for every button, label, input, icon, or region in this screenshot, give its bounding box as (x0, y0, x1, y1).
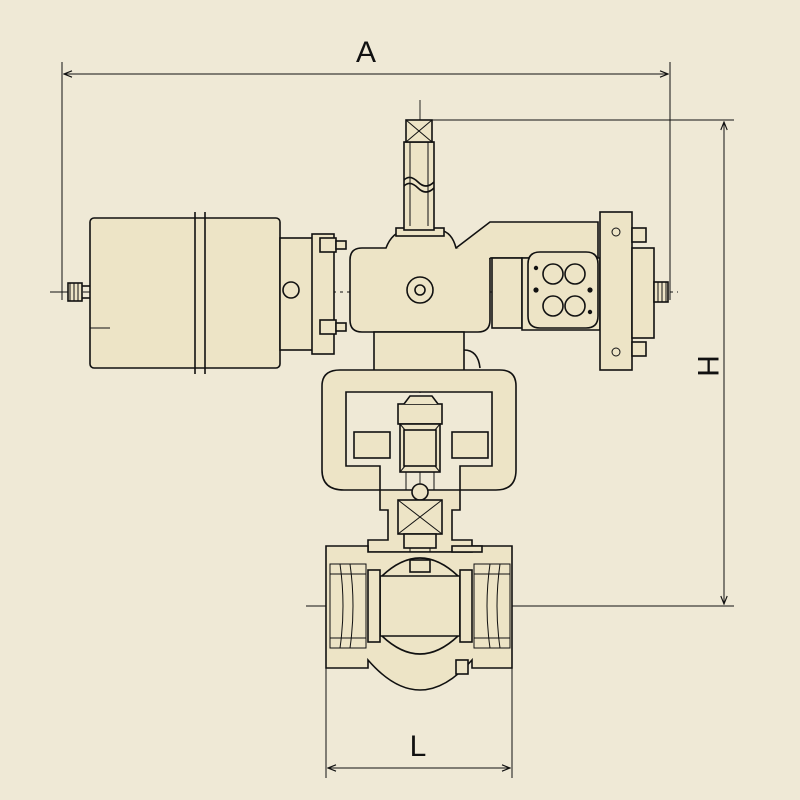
flange-bolts-left (319, 237, 347, 335)
dimension-a-label: A (356, 36, 376, 69)
actuator-motor (89, 212, 335, 374)
dimension-l: L (325, 660, 513, 778)
actuator-tie-rod-left (67, 282, 90, 302)
yoke-bracket (321, 369, 517, 491)
flange-right (599, 211, 669, 371)
gearbox-housing (349, 221, 599, 333)
dimension-l-label: L (410, 730, 427, 763)
stem-top (403, 119, 435, 231)
dimension-h: H (432, 119, 734, 607)
switch-block (491, 251, 601, 331)
valve-body (325, 545, 513, 691)
dimension-h-label: H (691, 355, 724, 377)
bonnet (367, 483, 473, 566)
dimension-a: A (61, 36, 671, 300)
